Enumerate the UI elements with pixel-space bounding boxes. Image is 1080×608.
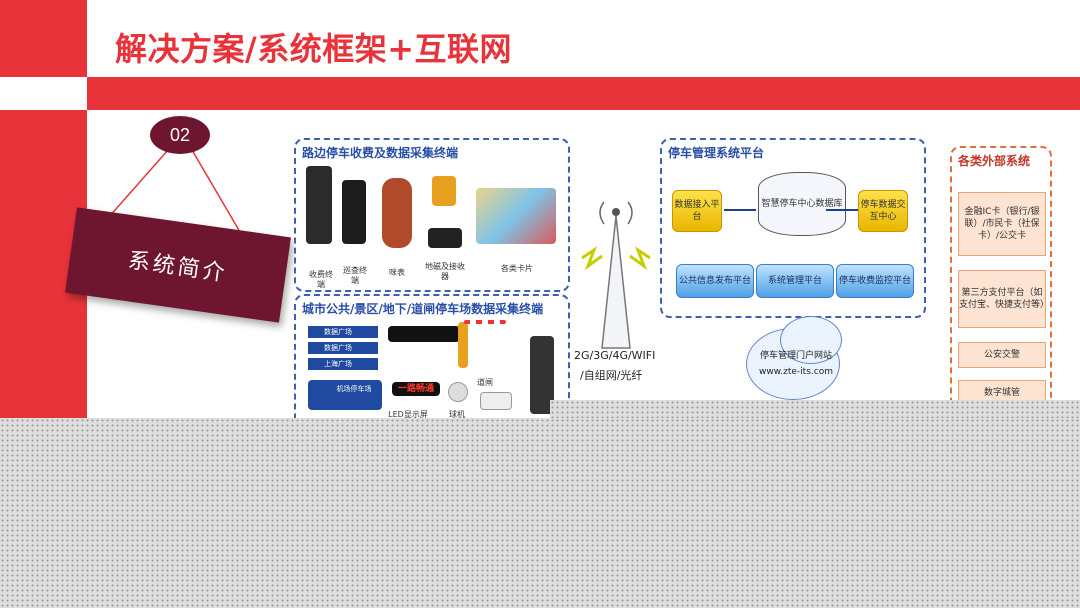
management-platform-group: 停车管理系统平台 数据接入平台 智慧停车中心数据库 停车数据交互中心 公共信息发…	[660, 138, 926, 318]
roadside-terminal-group: 路边停车收费及数据采集终端 收费终端 巡查终端 咪表 地磁及接收器 各类卡片	[294, 138, 570, 292]
info-publish-platform: 公共信息发布平台	[676, 264, 754, 298]
platform-arrows	[724, 209, 858, 211]
portal-url: www.zte-its.com	[759, 367, 833, 377]
guidance-sign-row: 数据广场	[308, 342, 378, 354]
platform-group-title: 停车管理系统平台	[668, 146, 765, 160]
external-item: 第三方支付平台（如支付宝、快捷支付等）	[958, 270, 1049, 328]
wireless-tower-icon	[581, 201, 651, 349]
device-label: LED显示屏	[388, 410, 428, 419]
receiver-icon	[428, 228, 462, 248]
bullet-camera-icon	[480, 392, 512, 410]
device-label: 收费终端	[309, 270, 333, 289]
barrier-gate-icon	[458, 322, 468, 368]
cards-icon	[476, 188, 556, 244]
guidance-sign-row: 数据广场	[308, 326, 378, 338]
toll-monitor-platform: 停车收费监控平台	[836, 264, 914, 298]
device-label: 地磁及接收器	[425, 262, 465, 281]
section-number-badge: 02	[150, 116, 210, 154]
device-label: 巡查终端	[343, 266, 367, 285]
geomagnetic-sensor-icon	[432, 176, 456, 206]
barrier-arm	[464, 320, 506, 324]
led-display-icon	[388, 326, 460, 342]
led-display-text: 一路畅通	[397, 384, 434, 394]
portal-cloud-puff	[780, 316, 842, 364]
data-access-platform: 数据接入平台	[672, 190, 722, 232]
external-systems-group: 各类外部系统 金融IC卡（银行/银联）/市民卡（社保卡）/公交卡 第三方支付平台…	[950, 146, 1052, 418]
device-label: 道闸	[477, 378, 493, 387]
parking-meter-icon	[382, 178, 412, 248]
device-label: 各类卡片	[501, 264, 533, 273]
badge-connector-lines	[107, 149, 241, 233]
dotted-overlay-step	[550, 400, 1080, 420]
patrol-terminal-icon	[342, 180, 366, 244]
roadside-group-title: 路边停车收费及数据采集终端	[302, 146, 459, 160]
system-framework-diagram: 路边停车收费及数据采集终端 收费终端 巡查终端 咪表 地磁及接收器 各类卡片 城…	[290, 132, 1072, 428]
portal-name: 停车管理门户网站	[759, 351, 832, 361]
dome-camera-icon	[448, 382, 468, 402]
device-label: 球机	[449, 410, 465, 419]
dotted-overlay	[0, 418, 1080, 608]
city-parking-terminal-group: 城市公共/景区/地下/道闸停车场数据采集终端 数据广场 数据广场 上海广场 机场…	[294, 294, 570, 428]
city-group-title: 城市公共/景区/地下/道闸停车场数据采集终端	[302, 302, 544, 316]
parking-guidance-sign	[308, 380, 382, 410]
central-database: 智慧停车中心数据库	[758, 172, 846, 236]
slide-title: 解决方案/系统框架+互联网	[115, 30, 513, 68]
system-manage-platform: 系统管理平台	[756, 264, 834, 298]
data-exchange-center: 停车数据交互中心	[858, 190, 908, 232]
guidance-sign-row: 上海广场	[308, 358, 378, 370]
device-label: 咪表	[389, 268, 405, 277]
external-item: 金融IC卡（银行/银联）/市民卡（社保卡）/公交卡	[958, 192, 1046, 256]
handheld-terminal-icon	[306, 166, 332, 244]
parking-sign-text: 机场停车场	[336, 385, 372, 393]
network-label: /自组网/光纤	[580, 369, 643, 382]
header-band	[87, 77, 1080, 110]
left-accent-top	[0, 0, 87, 77]
external-group-title: 各类外部系统	[958, 154, 1031, 168]
external-item: 公安交警	[958, 342, 1046, 368]
led-scroll-display	[392, 382, 440, 396]
network-label: 2G/3G/4G/WIFI	[574, 349, 656, 362]
